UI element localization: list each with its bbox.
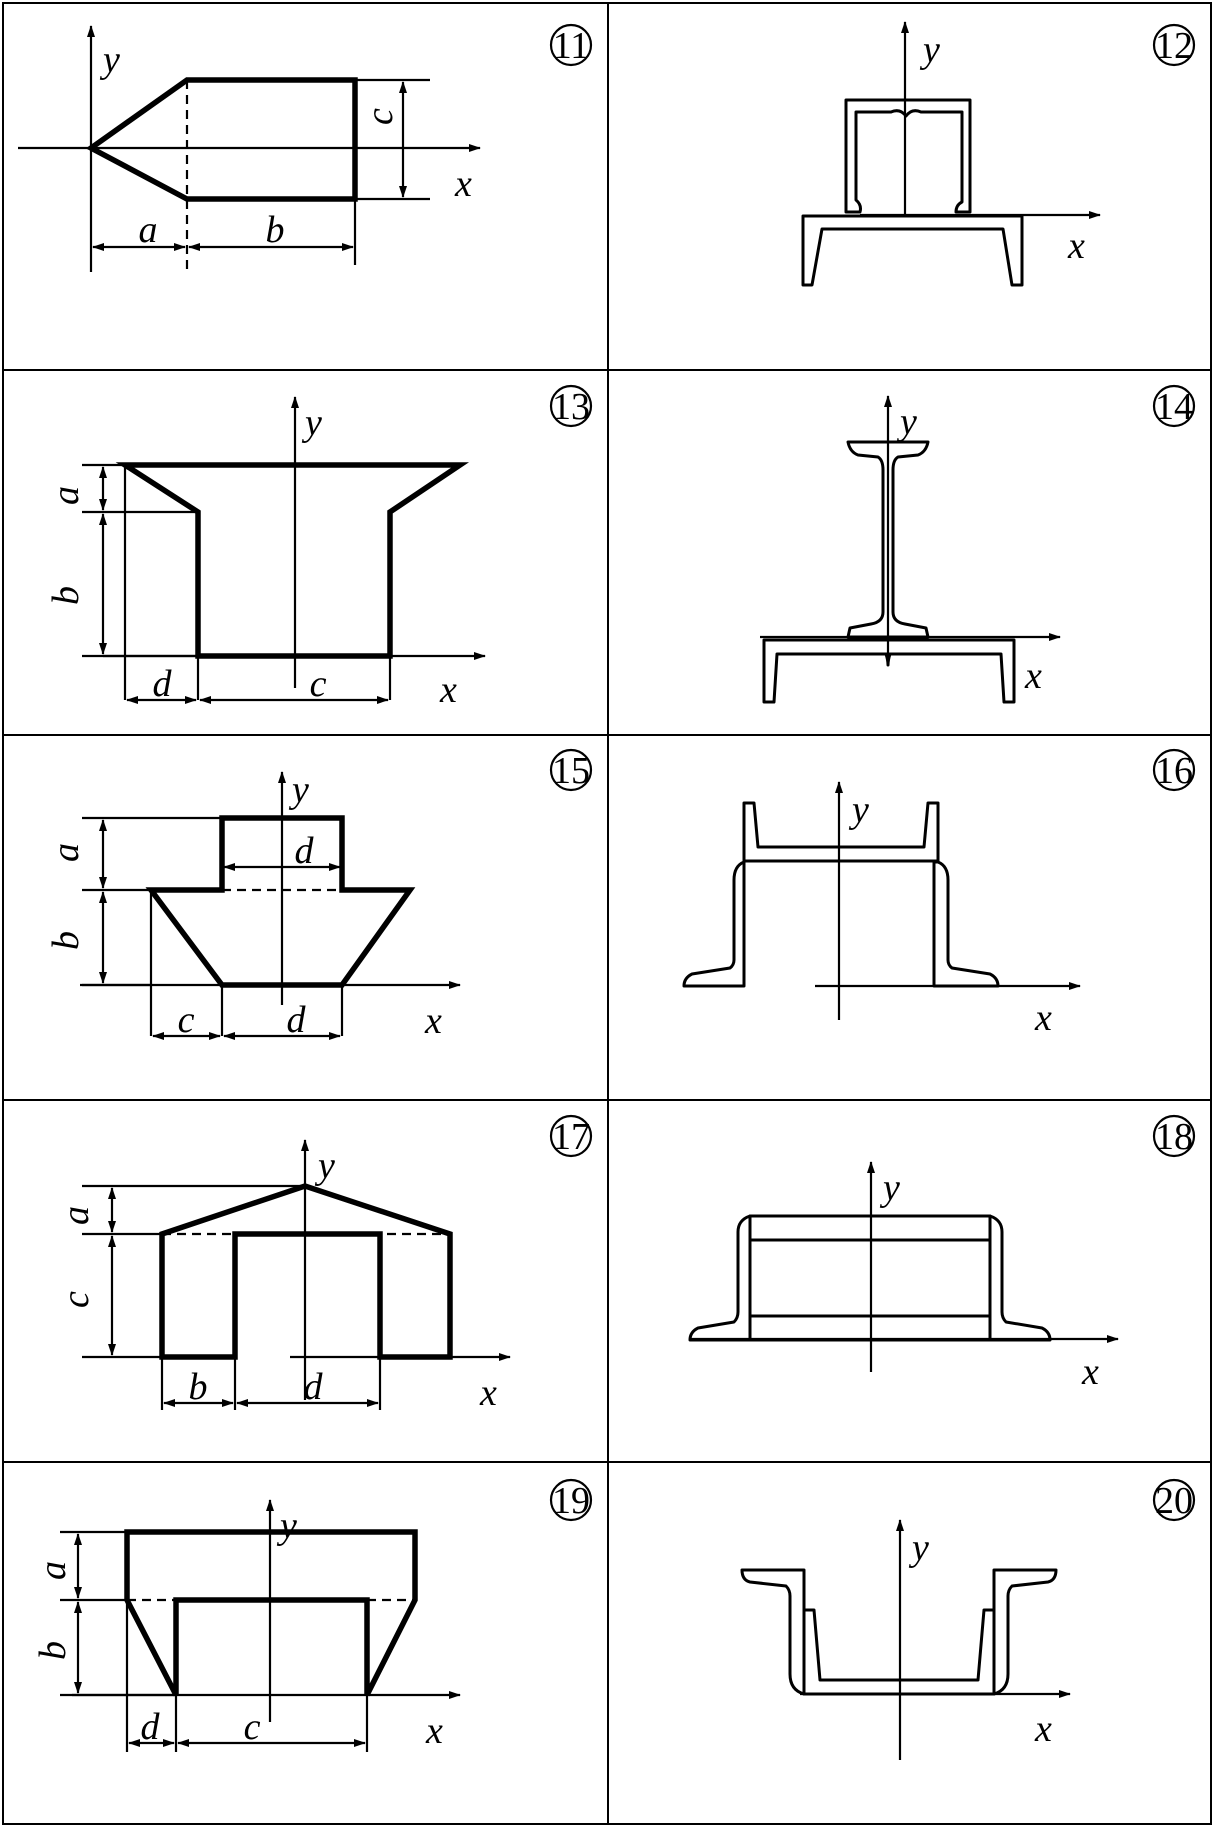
figure-number: 11: [553, 25, 590, 67]
y-axis-label: y: [848, 789, 869, 831]
y-axis-label: y: [301, 402, 322, 444]
y-axis-label: y: [276, 1505, 297, 1547]
dimension-label-d-bottom: d: [287, 999, 307, 1041]
x-axis-label: x: [425, 1710, 443, 1752]
lower-channel-profile: [801, 214, 1024, 287]
cell-19: 19 y x a b d c: [32, 1478, 593, 1752]
number-circle: [549, 748, 593, 792]
dimension-label-a: a: [139, 209, 158, 251]
number-circle: [1152, 384, 1196, 428]
cell-11: 11 y x c a b: [18, 23, 593, 272]
cell-12: 12 y x: [801, 21, 1196, 287]
x-axis-label: x: [1034, 997, 1052, 1039]
section-outline: [85, 77, 358, 202]
dimension-label-d-top: d: [295, 830, 315, 872]
figure-number: 18: [1155, 1116, 1193, 1158]
left-angle-profile: [740, 1568, 806, 1696]
figure-number: 16: [1155, 750, 1193, 792]
dimension-label-c: c: [359, 108, 401, 125]
figure-number: 17: [552, 1116, 590, 1158]
figure-number: 15: [552, 750, 590, 792]
left-angle-profile: [688, 1214, 752, 1342]
x-axis-label: x: [479, 1372, 497, 1414]
section-outline: [159, 1183, 453, 1360]
i-beam-profile: [846, 440, 930, 639]
x-axis-label: x: [1024, 655, 1042, 697]
cell-18: 18 y x: [688, 1114, 1196, 1393]
upper-channel-profile: [844, 98, 972, 214]
number-circle: [1152, 748, 1196, 792]
x-axis-label: x: [424, 1000, 442, 1042]
number-circle: [549, 1478, 593, 1522]
dimension-label-c: c: [310, 663, 327, 705]
y-axis-label: y: [919, 29, 940, 71]
right-angle-profile: [932, 860, 1000, 988]
y-axis-label: y: [896, 401, 917, 443]
cell-20: 20 y x: [740, 1478, 1196, 1760]
y-axis-label: y: [879, 1167, 900, 1209]
dimension-label-d: d: [153, 663, 173, 705]
number-circle: [1152, 23, 1196, 67]
dimension-label-b: b: [189, 1366, 208, 1408]
x-axis-label: x: [1067, 225, 1085, 267]
y-axis-label: y: [314, 1145, 335, 1187]
number-circle: [549, 23, 593, 67]
dimension-label-b: b: [45, 586, 87, 605]
y-axis-label: y: [908, 1527, 929, 1569]
figure-number: 14: [1155, 386, 1193, 428]
figure-number: 20: [1155, 1480, 1193, 1522]
figure-number: 13: [552, 386, 590, 428]
channel-profile: [802, 1608, 996, 1696]
x-axis-label: x: [1034, 1708, 1052, 1750]
number-circle: [549, 384, 593, 428]
number-circle: [1152, 1114, 1196, 1158]
x-axis-label: x: [454, 163, 472, 205]
top-channel-profile: [742, 801, 940, 863]
x-axis-label: x: [1081, 1351, 1099, 1393]
figure-number: 12: [1155, 25, 1193, 67]
number-circle: [1152, 1478, 1196, 1522]
channel-profile: [762, 638, 1016, 704]
dimension-label-c: c: [244, 1706, 261, 1748]
dimension-label-a: a: [32, 1561, 74, 1580]
dimension-label-c: c: [55, 1291, 97, 1308]
figure-number: 19: [552, 1480, 590, 1522]
section-outline: [145, 815, 416, 988]
dimension-label-d: d: [304, 1366, 324, 1408]
cell-13: 13 y x a b d c: [45, 384, 593, 711]
x-axis-label: x: [439, 669, 457, 711]
dimension-label-a: a: [55, 1206, 97, 1225]
left-angle-profile: [682, 860, 746, 988]
bottom-plate-profile: [748, 1314, 992, 1342]
dimension-label-b: b: [32, 1641, 74, 1660]
number-circle: [549, 1114, 593, 1158]
dimension-label-c: c: [178, 999, 195, 1041]
right-angle-profile: [988, 1214, 1052, 1342]
dimension-label-a: a: [45, 843, 87, 862]
cell-16: 16 y x: [682, 748, 1196, 1039]
cell-14: 14 y x: [760, 384, 1196, 704]
dimension-label-d: d: [141, 1706, 161, 1748]
right-angle-profile: [992, 1568, 1058, 1696]
y-axis-label: y: [99, 39, 120, 81]
dimension-label-b: b: [266, 209, 285, 251]
cell-17: 17 y x a c b d: [55, 1114, 593, 1414]
dimension-label-a: a: [45, 486, 87, 505]
cell-15: 15 y x a b d c d: [45, 748, 593, 1042]
y-axis-label: y: [288, 769, 309, 811]
dimension-label-b: b: [45, 931, 87, 950]
top-plate-profile: [748, 1214, 992, 1242]
section-outline: [115, 462, 470, 659]
